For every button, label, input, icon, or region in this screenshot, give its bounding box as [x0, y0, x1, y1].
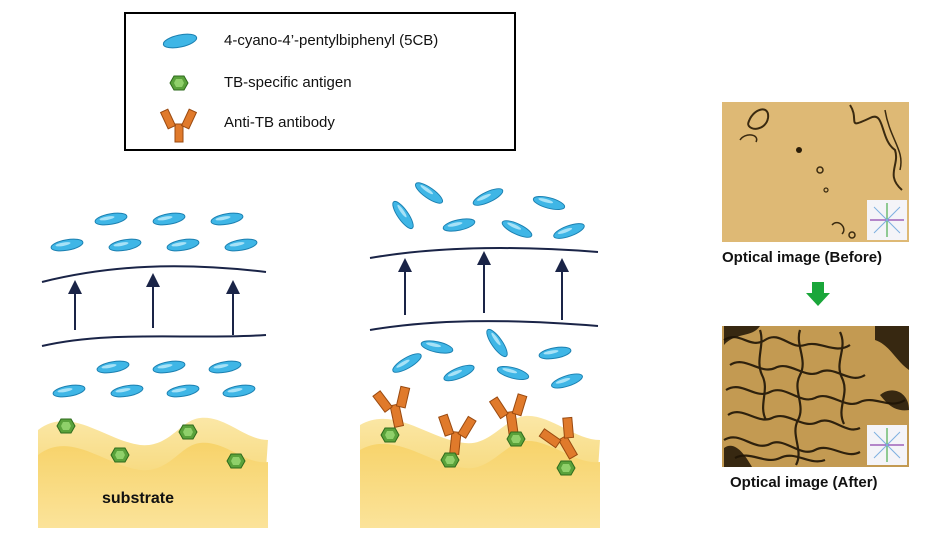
- left-lower-interface: [41, 334, 267, 347]
- green-down-arrow: [806, 282, 830, 306]
- left-bottom-lc-layer: [51, 358, 257, 400]
- left-top-lc-layer: [49, 210, 259, 254]
- middle-panel: [360, 178, 600, 528]
- antibody-complex: [438, 413, 477, 455]
- crossed-polarizer-icon: [867, 200, 907, 240]
- legend-label-5cb: 4-cyano-4’-pentylbiphenyl (5CB): [224, 32, 439, 49]
- substrate-label: substrate: [102, 490, 175, 507]
- crossed-polarizer-icon: [867, 425, 907, 465]
- middle-antibody-complexes: [372, 385, 579, 476]
- antibody-icon: [159, 108, 198, 143]
- middle-bottom-lc-layer: [389, 326, 585, 392]
- antibody-complex: [538, 416, 579, 460]
- legend-item-antibody: Anti-TB antibody: [126, 106, 514, 143]
- legend-item-antigen: TB-specific antigen: [126, 66, 514, 100]
- middle-top-lc-layer: [388, 178, 587, 242]
- optical-image-after: [722, 326, 909, 467]
- optical-caption-before: Optical image (Before): [722, 249, 883, 266]
- left-upper-interface: [41, 265, 267, 283]
- antibody-complex: [372, 385, 411, 428]
- legend-label-antigen: TB-specific antigen: [224, 74, 352, 91]
- middle-upper-interface: [369, 247, 599, 259]
- antigen-icon: [169, 75, 189, 91]
- lc-molecule-icon: [162, 33, 198, 49]
- antibody-complex: [488, 393, 528, 435]
- left-substrate: [38, 417, 268, 528]
- middle-lower-interface: [369, 320, 599, 331]
- legend-item-5cb: 4-cyano-4’-pentylbiphenyl (5CB): [126, 24, 514, 58]
- middle-substrate: [360, 415, 600, 528]
- left-panel: [38, 210, 268, 528]
- optical-image-before: [722, 102, 909, 242]
- legend-box: 4-cyano-4’-pentylbiphenyl (5CB) TB-speci…: [124, 12, 516, 151]
- legend-label-antibody: Anti-TB antibody: [224, 114, 335, 131]
- optical-caption-after: Optical image (After): [730, 474, 878, 491]
